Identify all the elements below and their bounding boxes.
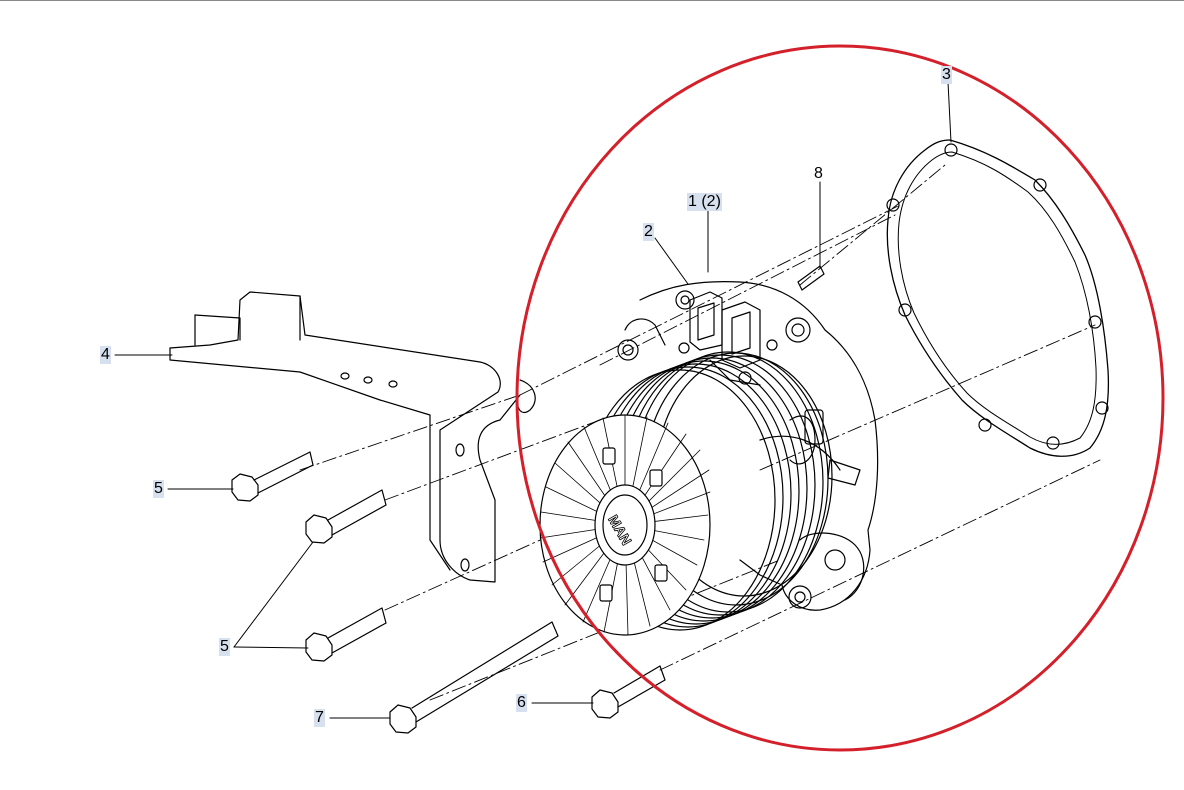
callout-part-5-top[interactable]: 5 [153, 480, 164, 498]
bolt-part-5-middle [305, 489, 387, 544]
gasket-part-3 [886, 139, 1110, 457]
bolt-part-6 [591, 665, 666, 719]
bolt-part-5-top [231, 451, 314, 502]
bracket-part-4 [169, 291, 536, 583]
callout-part-4[interactable]: 4 [100, 346, 111, 364]
callout-part-5-pair[interactable]: 5 [219, 638, 230, 656]
top-border [0, 0, 1184, 1]
pin-part-8 [797, 265, 825, 291]
callout-part-2[interactable]: 2 [643, 223, 654, 241]
highlight-ellipse [515, 44, 1165, 752]
callout-part-7[interactable]: 7 [314, 709, 325, 727]
bolt-part-5-lower [305, 607, 387, 662]
bolt-part-7 [389, 621, 559, 734]
callout-part-3[interactable]: 3 [941, 66, 952, 84]
callout-part-8[interactable]: 8 [814, 165, 823, 182]
assembly-axis-lines [299, 164, 1101, 701]
viscous-fan-clutch [539, 414, 711, 636]
callout-part-1[interactable]: 1 (2) [687, 193, 722, 211]
leader-lines [114, 81, 952, 719]
callout-part-6[interactable]: 6 [516, 694, 527, 712]
water-pump-housing [617, 281, 879, 611]
